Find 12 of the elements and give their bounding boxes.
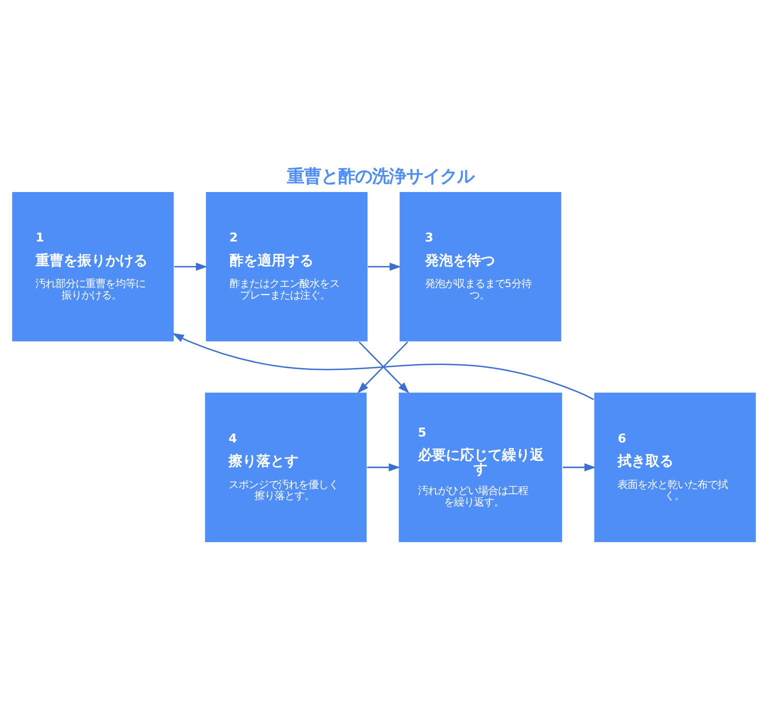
arrow: [172, 333, 594, 400]
node-box: 1 重曹を振りかける 汚れ部分に重曹を均等に振りかける。: [11, 191, 175, 342]
arrow: [367, 463, 400, 472]
node-box: 2 酢を適用する 酢またはクエン酸水をスプレーまたは注ぐ。: [205, 191, 368, 342]
arrow: [562, 463, 596, 472]
diagram-title: 重曹と酢の洗浄サイクル: [287, 166, 474, 187]
node-box: 6 拭き取る 表面を水と乾いた布で拭く。: [593, 392, 757, 543]
node-box: 5 必要に応じて繰り返す 汚れがひどい場合は工程を繰り返す。: [398, 392, 563, 543]
arrow: [174, 262, 208, 271]
arrow: [368, 262, 402, 271]
node-box: 4 擦り落とす スポンジで汚れを優しく擦り落とす。: [204, 392, 368, 543]
node-box: 3 発泡を待つ 発泡が収まるまで5分待つ。: [398, 191, 562, 342]
